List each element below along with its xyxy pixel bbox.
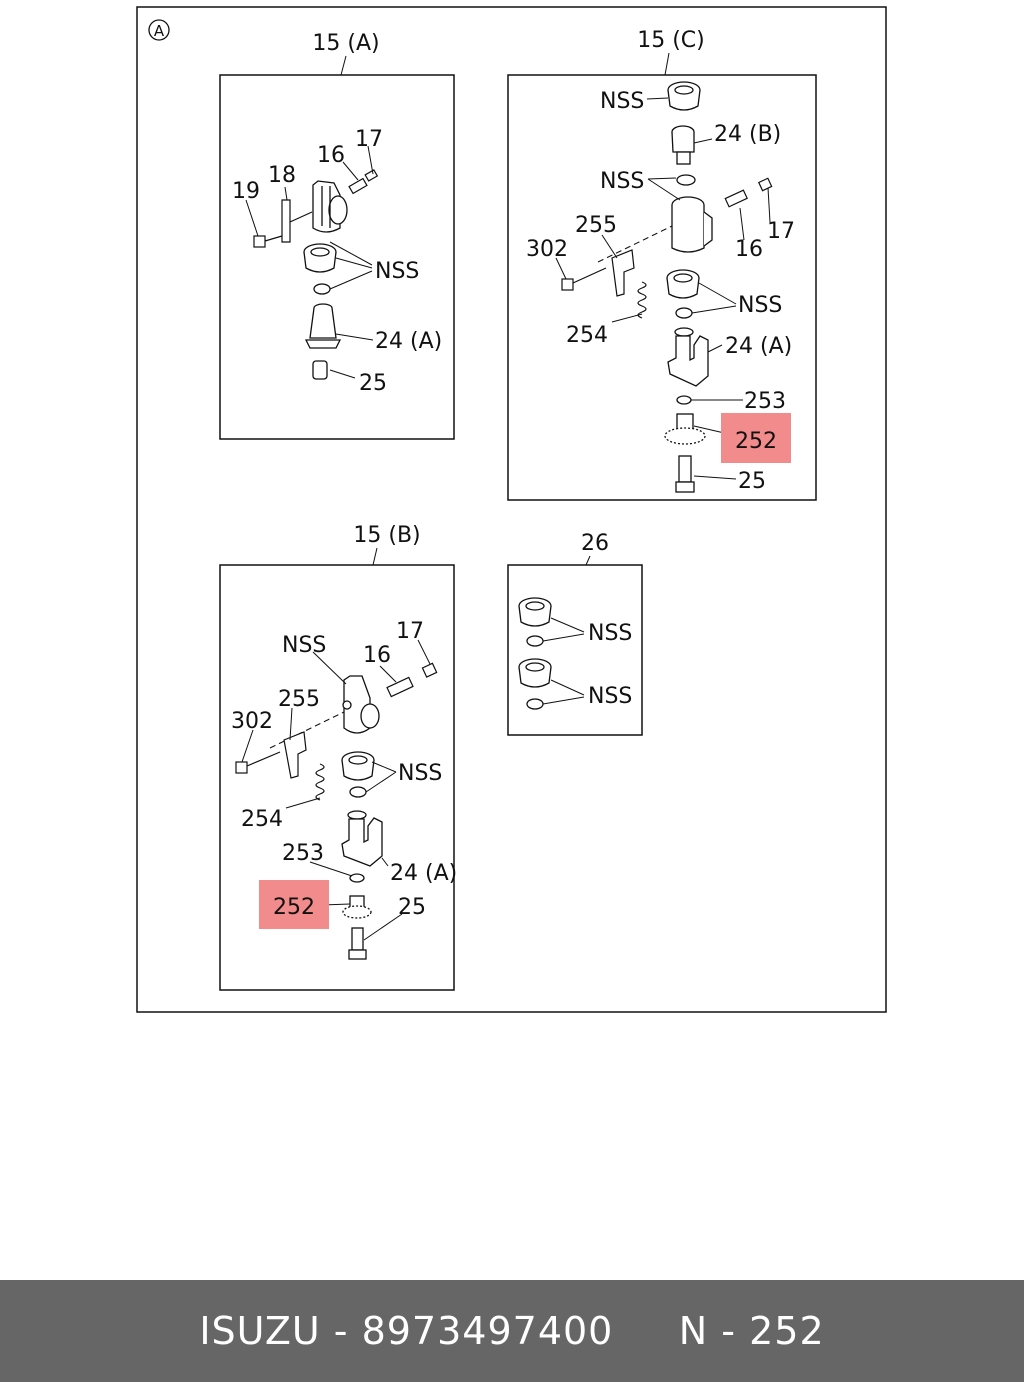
- panel-15b-frame: [219, 564, 455, 991]
- panel-15b: 15 (B): [219, 523, 457, 991]
- leader: [340, 55, 347, 76]
- parts-diagram: A 15 (A): [136, 6, 887, 1013]
- label-nss-seal: NSS: [738, 293, 782, 318]
- label-nss-lower: NSS: [588, 684, 632, 709]
- part-spring-254: [315, 763, 325, 801]
- label-254: 254: [241, 807, 283, 832]
- panel-26-frame: [507, 564, 643, 736]
- label-253: 253: [744, 389, 786, 414]
- part-seal-lower: [518, 658, 552, 710]
- part-plunger-24a: [667, 327, 709, 387]
- part-bolt-302: [235, 751, 281, 774]
- part-fitting-16: [724, 177, 773, 208]
- label-253: 253: [282, 841, 324, 866]
- leader: [585, 555, 591, 566]
- label-25: 25: [359, 371, 387, 396]
- panel-26-title: 26: [581, 531, 609, 556]
- panel-15b-title: 15 (B): [353, 523, 420, 548]
- part-seal: [341, 751, 375, 798]
- part-seal: [303, 243, 337, 295]
- leaders-26: [542, 617, 585, 705]
- label-17: 17: [767, 219, 795, 244]
- footer-prefix: N: [678, 1309, 709, 1353]
- panel-15c: 15 (C): [507, 28, 817, 501]
- leaders-15a: [245, 145, 374, 379]
- leaders-15b: [241, 639, 431, 941]
- label-255: 255: [278, 687, 320, 712]
- label-25: 25: [398, 895, 426, 920]
- label-252: 252: [273, 895, 315, 920]
- part-gear-252: [664, 413, 706, 445]
- label-nss: NSS: [375, 259, 419, 284]
- axis-line: [269, 711, 345, 749]
- part-valve-24b: [671, 125, 695, 165]
- label-16: 16: [317, 143, 345, 168]
- label-18: 18: [268, 163, 296, 188]
- label-16: 16: [363, 643, 391, 668]
- part-ring: [676, 174, 696, 186]
- label-24a: 24 (A): [390, 861, 457, 886]
- part-fitting-16: [386, 662, 438, 698]
- part-fitting-16: [348, 169, 379, 195]
- part-lever-255: [283, 731, 307, 779]
- part-screw-25: [675, 455, 695, 493]
- footer-brand: ISUZU: [199, 1309, 321, 1353]
- footer-bar: ISUZU - 8973497400 N - 252: [0, 1280, 1024, 1382]
- label-252: 252: [735, 429, 777, 454]
- footer-sep2: -: [721, 1309, 737, 1353]
- label-19: 19: [232, 179, 260, 204]
- label-17: 17: [355, 127, 383, 152]
- part-lever-255: [611, 249, 635, 297]
- highlight-252: [259, 880, 329, 929]
- label-254: 254: [566, 323, 608, 348]
- part-plunger-24a: [304, 303, 342, 380]
- part-seal-upper: [518, 597, 552, 647]
- part-washer-253: [676, 395, 692, 405]
- highlight-252: [721, 413, 791, 463]
- part-bracket-18: [281, 199, 313, 243]
- label-nss-ring: NSS: [600, 169, 644, 194]
- part-seal: [666, 269, 700, 319]
- part-cap: [667, 81, 701, 111]
- leaders-15c: [555, 97, 771, 480]
- section-marker: A: [154, 22, 165, 40]
- label-25: 25: [738, 469, 766, 494]
- leader: [664, 52, 670, 76]
- part-plunger-24a: [341, 810, 383, 867]
- part-cup-body: [312, 180, 348, 233]
- panel-15c-frame: [507, 74, 817, 501]
- section-marker-circle: [148, 19, 170, 41]
- part-bolt-19: [253, 235, 283, 248]
- axis-line: [597, 225, 673, 263]
- label-255: 255: [575, 213, 617, 238]
- label-24a: 24 (A): [725, 334, 792, 359]
- part-screw-25: [348, 927, 367, 960]
- part-washer-253: [349, 873, 365, 883]
- label-24b: 24 (B): [714, 122, 781, 147]
- leader: [372, 547, 378, 566]
- footer-sep1: -: [333, 1309, 349, 1353]
- label-302: 302: [231, 709, 273, 734]
- footer-part-number: 8973497400: [361, 1309, 614, 1353]
- outer-frame: [136, 6, 887, 1013]
- part-body: [671, 196, 713, 253]
- panel-15a-title: 15 (A): [312, 31, 379, 56]
- panel-26: 26 NSS NSS: [507, 531, 643, 736]
- label-16: 16: [735, 237, 763, 262]
- part-body: [342, 675, 380, 734]
- part-spring-254: [637, 281, 647, 319]
- label-302: 302: [526, 237, 568, 262]
- label-24a: 24 (A): [375, 329, 442, 354]
- label-nss-seal: NSS: [398, 761, 442, 786]
- label-nss-top: NSS: [600, 89, 644, 114]
- panel-15c-title: 15 (C): [637, 28, 705, 53]
- part-gear-252: [342, 895, 372, 919]
- label-17: 17: [396, 619, 424, 644]
- label-nss-upper: NSS: [588, 621, 632, 646]
- panel-15a-frame: [219, 74, 455, 440]
- part-bolt-302: [561, 267, 607, 291]
- panel-15a: 15 (A): [219, 31, 455, 440]
- footer-ref: 252: [749, 1309, 825, 1353]
- label-nss-top: NSS: [282, 633, 326, 658]
